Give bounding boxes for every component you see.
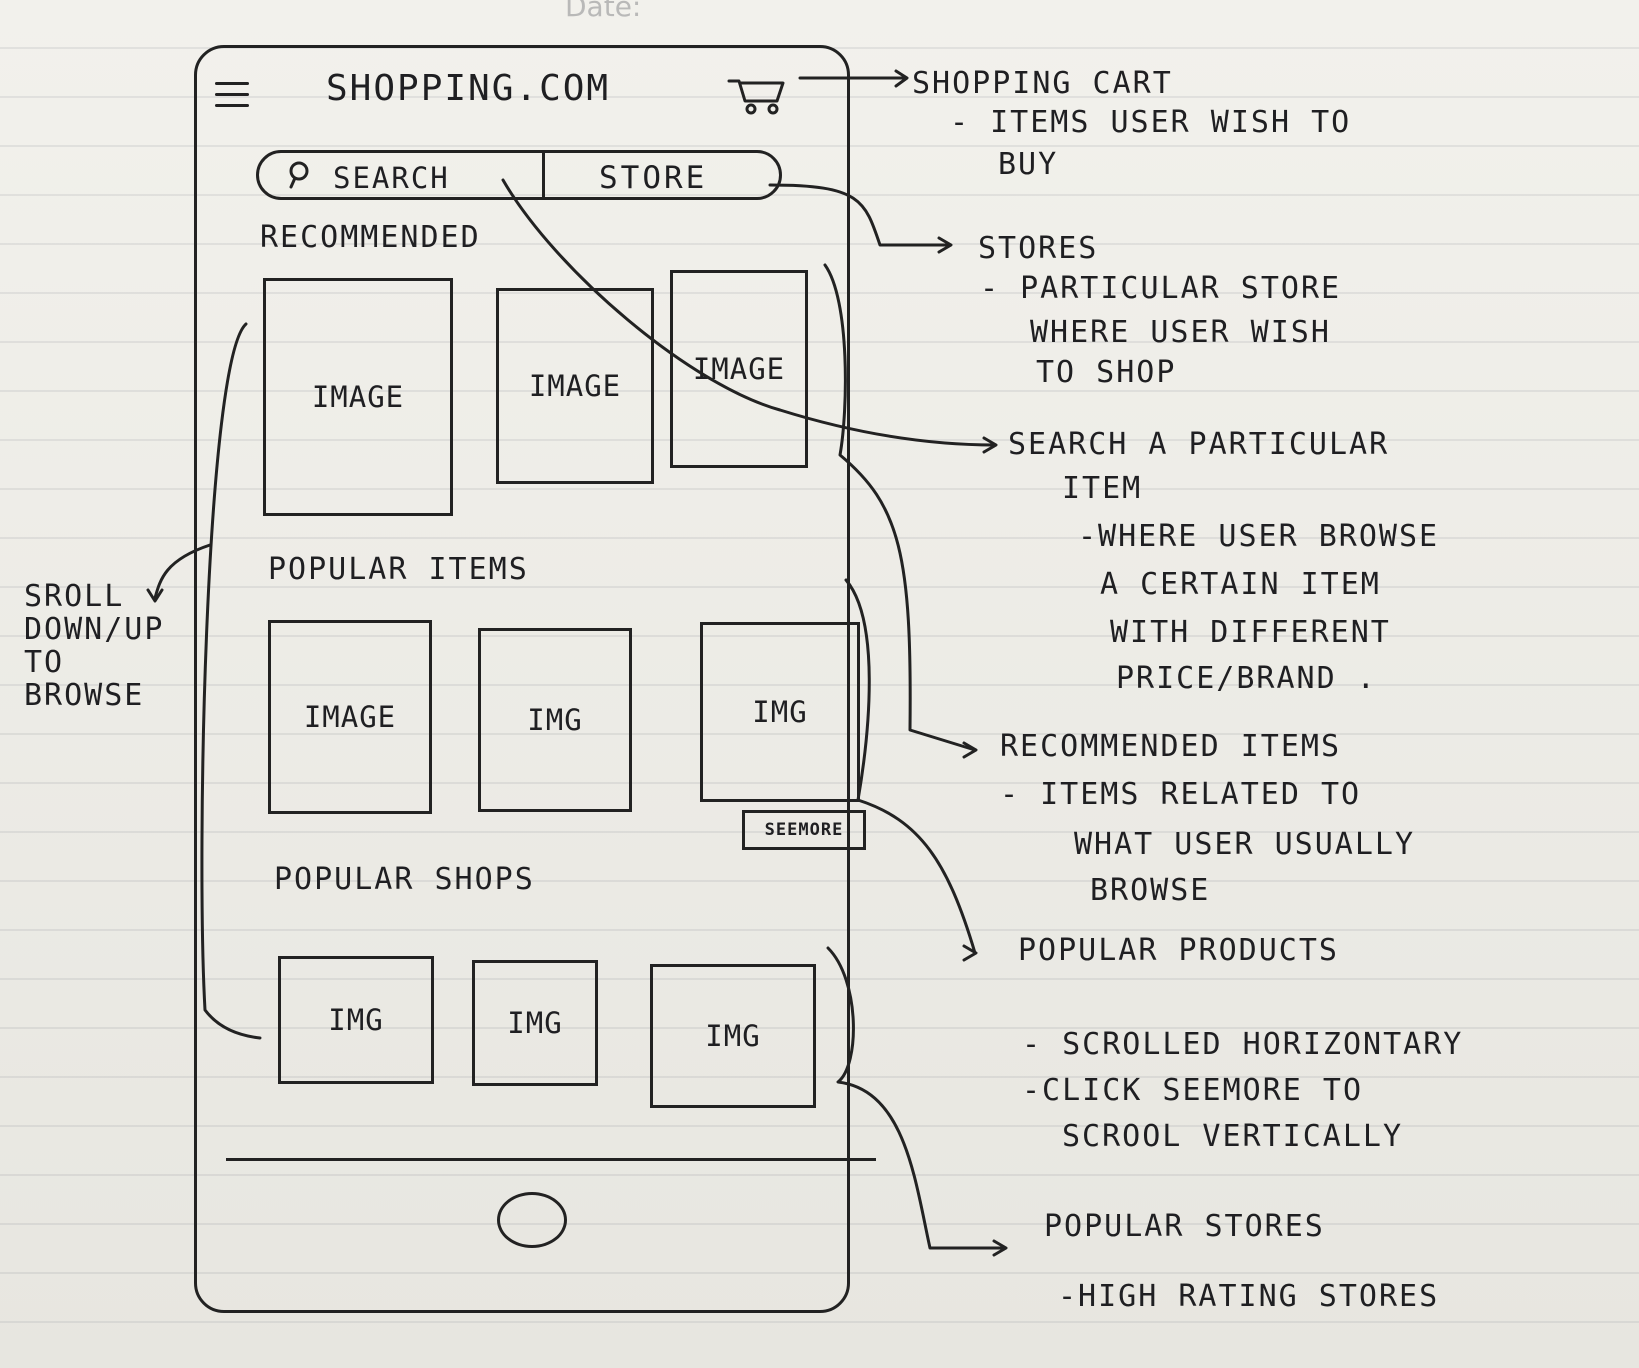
popular-shop-card-2[interactable]: IMG: [472, 960, 598, 1086]
popular-item-card-3[interactable]: IMG: [700, 622, 860, 802]
recommended-card-2[interactable]: IMAGE: [496, 288, 654, 484]
shopping-cart-icon[interactable]: [727, 73, 793, 119]
recommended-note-line-3: BROWSE: [1090, 873, 1211, 908]
popular-item-card-1[interactable]: IMAGE: [268, 620, 432, 814]
recommended-card-3[interactable]: IMAGE: [670, 270, 808, 468]
stores-note-line-1: - PARTICULAR STORE: [980, 271, 1342, 306]
popular-products-note-title: POPULAR PRODUCTS: [1018, 933, 1339, 968]
recommended-note-line-1: - ITEMS RELATED TO: [1000, 777, 1362, 812]
recommended-section-title: RECOMMENDED: [260, 220, 481, 255]
popular-products-note-line-2: -CLICK SEEMORE TO: [1022, 1073, 1364, 1108]
popular-products-note-line-1: - SCROLLED HORIZONTARY: [1022, 1027, 1464, 1062]
popular-products-note-line-3: SCROOL VERTICALLY: [1062, 1119, 1404, 1154]
hamburger-menu-icon[interactable]: [215, 82, 251, 108]
shopping-cart-note-line-1: - ITEMS USER WISH TO: [950, 105, 1352, 140]
popular-stores-note-line-1: -HIGH RATING STORES: [1058, 1279, 1440, 1314]
search-note-line-3: -WHERE USER BROWSE: [1078, 519, 1440, 554]
home-button[interactable]: [497, 1192, 567, 1248]
search-note-line-2: ITEM: [1062, 471, 1143, 506]
shopping-cart-note-title: SHOPPING CART: [912, 66, 1173, 101]
stores-note-line-3: TO SHOP: [1036, 355, 1177, 390]
search-note-line-5: WITH DIFFERENT: [1110, 615, 1391, 650]
search-button-label[interactable]: SEARCH: [333, 161, 450, 195]
popular-shops-section-title: POPULAR SHOPS: [274, 862, 535, 897]
paper-date-label: Date:: [565, 0, 642, 23]
search-icon[interactable]: [287, 160, 313, 190]
recommended-note-line-2: WHAT USER USUALLY: [1074, 827, 1416, 862]
search-note-line-4: A CERTAIN ITEM: [1100, 567, 1381, 602]
search-note-title: SEARCH A PARTICULAR: [1008, 427, 1390, 462]
shopping-cart-note-line-2: BUY: [998, 147, 1059, 182]
see-more-button[interactable]: SEEMORE: [742, 810, 866, 850]
popular-shop-card-1[interactable]: IMG: [278, 956, 434, 1084]
recommended-note-title: RECOMMENDED ITEMS: [1000, 729, 1342, 764]
popular-item-card-2[interactable]: IMG: [478, 628, 632, 812]
recommended-card-1[interactable]: IMAGE: [263, 278, 453, 516]
app-title: SHOPPING.COM: [326, 68, 611, 109]
popular-items-section-title: POPULAR ITEMS: [268, 552, 529, 587]
store-button-label[interactable]: STORE: [599, 160, 708, 196]
scroll-note: SROLL DOWN/UP TO BROWSE: [24, 579, 165, 713]
stores-note-title: STORES: [978, 231, 1099, 266]
popular-shop-card-3[interactable]: IMG: [650, 964, 816, 1108]
stores-note-line-2: WHERE USER WISH: [1030, 315, 1331, 350]
search-note-line-6: PRICE/BRAND .: [1116, 661, 1377, 696]
search-store-bar[interactable]: SEARCH STORE: [256, 150, 782, 200]
bottom-navigation-divider: [226, 1158, 876, 1161]
search-divider: [542, 153, 545, 199]
popular-stores-note-title: POPULAR STORES: [1044, 1209, 1325, 1244]
